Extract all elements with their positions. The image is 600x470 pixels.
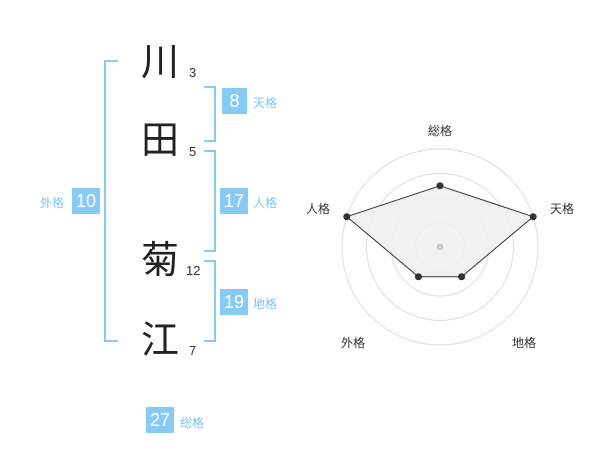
radar-series-area xyxy=(345,185,535,278)
radar-point-1 xyxy=(436,182,444,190)
jinkaku-bracket xyxy=(204,150,216,252)
chikaku-label: 地格 xyxy=(253,297,278,311)
jinkaku-label: 人格 xyxy=(253,196,278,210)
radar-point-5 xyxy=(343,213,351,221)
name-char-3: 菊 xyxy=(140,238,179,282)
name-char-2: 田 xyxy=(140,118,179,162)
radar-point-3 xyxy=(458,273,466,281)
tenkaku-bracket xyxy=(204,86,216,142)
gaikaku-label: 外格 xyxy=(40,196,65,210)
radar-axis-label-gaikaku: 外格 xyxy=(341,336,366,350)
chikaku-badge: 19 xyxy=(220,289,248,315)
soukaku-badge: 27 xyxy=(146,407,174,433)
chikaku-bracket xyxy=(204,260,216,342)
gaikaku-bracket xyxy=(104,60,118,342)
radar-axis-label-soukaku: 総格 xyxy=(428,124,453,138)
radar-ring xyxy=(366,173,514,321)
radar-center-dot xyxy=(436,243,444,251)
radar-axis-label-jinkaku: 人格 xyxy=(306,202,331,216)
radar-axis-label-tenkaku: 天格 xyxy=(550,202,575,216)
tenkaku-label: 天格 xyxy=(253,96,278,110)
radar-point-2 xyxy=(529,213,537,221)
jinkaku-badge: 17 xyxy=(220,188,248,214)
tenkaku-badge: 8 xyxy=(222,88,247,114)
stroke-count-2: 5 xyxy=(189,144,197,159)
radar-ring xyxy=(341,148,539,346)
gaikaku-badge: 10 xyxy=(72,188,100,214)
stroke-count-3: 12 xyxy=(186,263,201,278)
name-char-4: 江 xyxy=(140,318,179,362)
soukaku-label: 総格 xyxy=(180,416,205,430)
radar-point-4 xyxy=(414,273,422,281)
stroke-count-1: 3 xyxy=(189,65,197,80)
radar-axis-label-chikaku: 地格 xyxy=(512,336,537,350)
stroke-count-4: 7 xyxy=(189,343,197,358)
name-char-1: 川 xyxy=(140,40,179,84)
